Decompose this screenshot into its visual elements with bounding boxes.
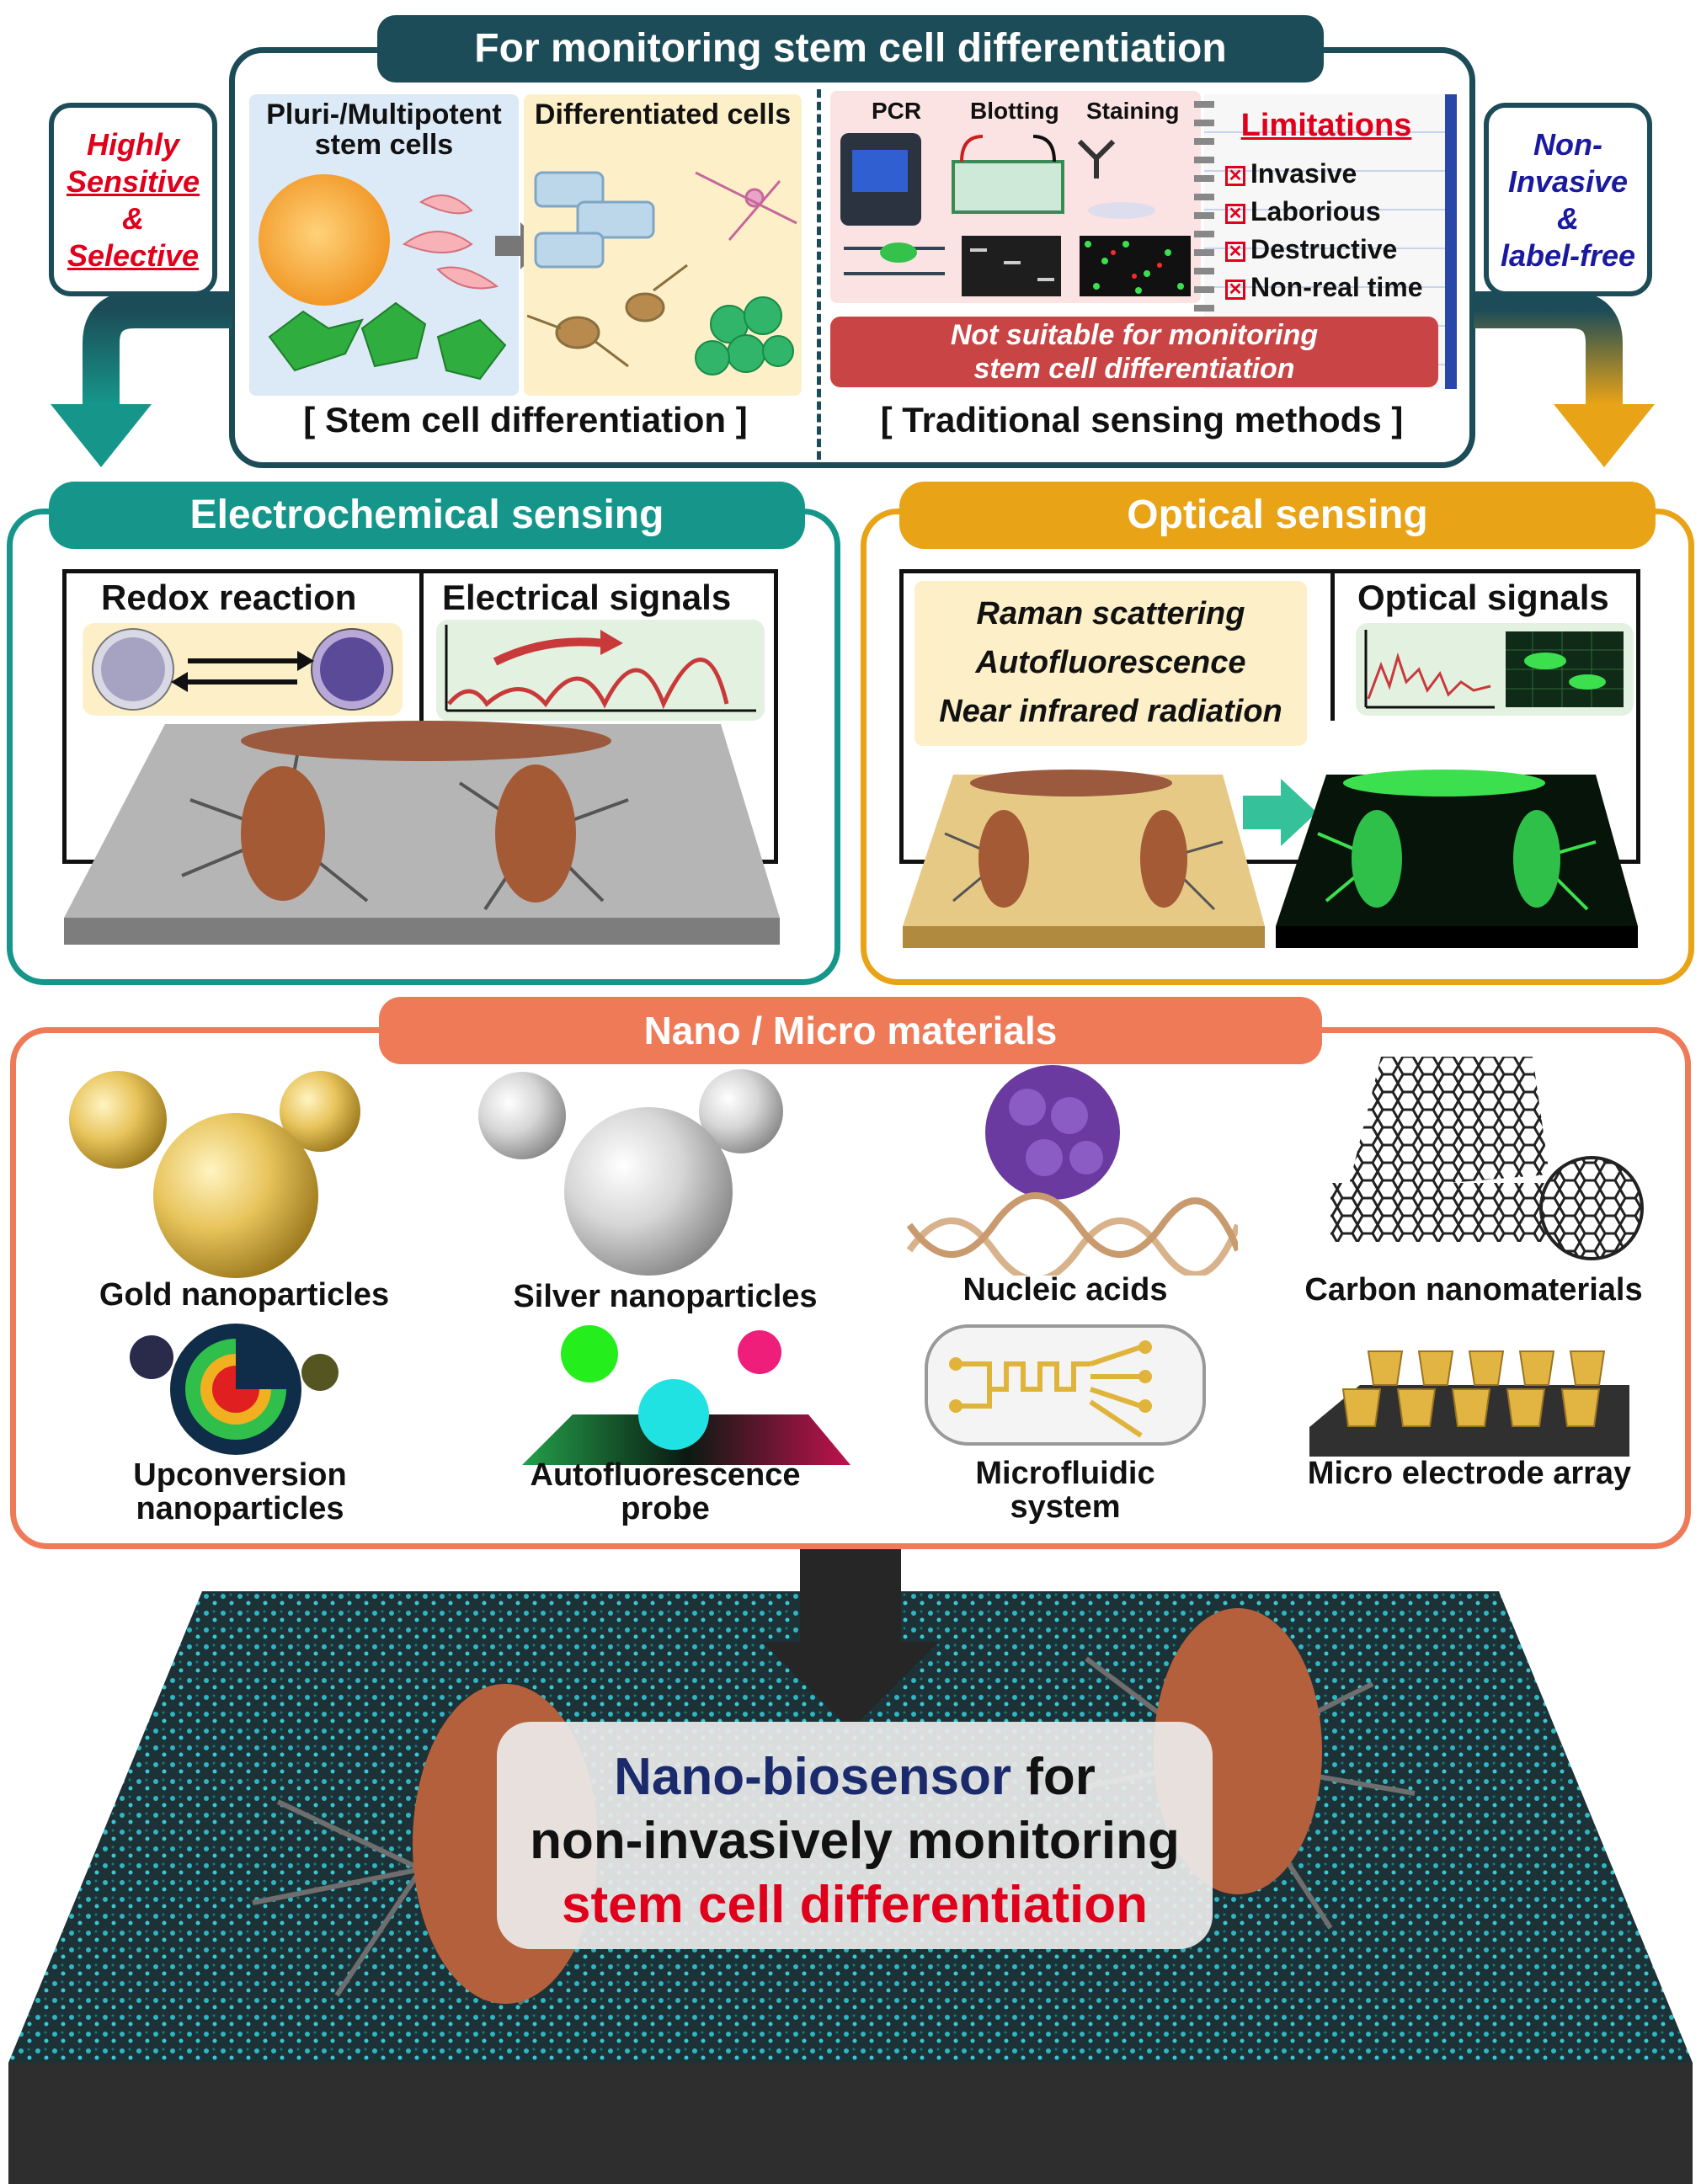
optical-method: Autofluorescence	[975, 645, 1246, 680]
dna-protein-icon	[906, 1065, 1238, 1276]
optical-title: Optical sensing	[899, 482, 1656, 549]
nano-materials-title: Nano / Micro materials	[379, 997, 1322, 1064]
micro-electrode-array-label: Micro electrode array	[1307, 1456, 1632, 1491]
method-label-blotting: Blotting	[970, 98, 1059, 124]
traditional-methods-illustration	[840, 133, 1191, 296]
gold-spheres-icon	[69, 1071, 360, 1278]
method-label-staining: Staining	[1086, 98, 1180, 124]
for-text: for	[1011, 1748, 1096, 1806]
side-line: Highly	[86, 127, 179, 162]
limitation-item: ✕Non-real time	[1225, 269, 1453, 306]
limitation-text: Laborious	[1250, 196, 1381, 226]
side-line: Sensitive	[66, 164, 200, 199]
optical-signals-icon	[1356, 623, 1634, 716]
top-panel-title: For monitoring stem cell differentiation	[377, 15, 1324, 83]
graphene-nanotube-icon	[1330, 1057, 1644, 1260]
limitations-title: Limitations	[1240, 108, 1412, 143]
redox-reaction-label: Redox reaction	[101, 578, 357, 617]
stem-cell-differentiation-caption: [ Stem cell differentiation ]	[303, 400, 748, 439]
side-line: &	[122, 201, 144, 236]
autofluorescence-probe-label: Autofluorescence probe	[530, 1457, 801, 1526]
gold-nanoparticles-label: Gold nanoparticles	[99, 1277, 390, 1313]
method-label-pcr: PCR	[872, 98, 922, 124]
traditional-methods-caption: [ Traditional sensing methods ]	[880, 400, 1404, 439]
optical-method: Near infrared radiation	[939, 694, 1282, 729]
optical-inner-divider	[1330, 569, 1335, 721]
limitation-item: ✕Invasive	[1225, 155, 1453, 193]
stem-cells-label: Pluri-/Multipotent stem cells	[266, 99, 502, 161]
summary-line-2: non-invasively monitoring	[530, 1812, 1180, 1870]
limitation-text: Invasive	[1250, 158, 1357, 189]
top-divider	[817, 89, 821, 460]
redox-reaction-icon	[83, 623, 403, 716]
optical-method: Raman scattering	[976, 596, 1245, 631]
optical-signals-label: Optical signals	[1357, 578, 1609, 617]
electrode-surface-with-cells	[64, 721, 780, 945]
differentiated-cells-label: Differentiated cells	[534, 99, 792, 131]
non-invasive-box: Non- Invasive & label-free	[1484, 103, 1652, 296]
summary-line-1: Nano-biosensor for	[497, 1745, 1213, 1809]
electrode-array-icon	[1309, 1350, 1629, 1457]
microfluidic-system-label: Microfluidic system	[975, 1456, 1155, 1525]
electrochemical-title: Electrochemical sensing	[49, 482, 805, 549]
upconversion-nanoparticles-label: Upconversion nanoparticles	[133, 1457, 347, 1526]
microfluidic-chip-icon	[925, 1324, 1206, 1446]
side-line: &	[1557, 201, 1579, 236]
gold-substrate-with-cells	[903, 770, 1265, 948]
electrical-signals-icon	[436, 620, 765, 721]
nano-biosensor-text: Nano-biosensor	[614, 1748, 1012, 1806]
stem-cells-illustration	[259, 174, 507, 381]
not-suitable-banner: Not suitable for monitoring stem cell di…	[830, 317, 1438, 387]
cross-icon: ✕	[1225, 165, 1245, 186]
cross-icon: ✕	[1225, 203, 1245, 224]
limitation-item: ✕Destructive	[1225, 231, 1453, 269]
optical-transition-arrow-icon	[1243, 779, 1317, 846]
nano-biosensor-summary: Nano-biosensor for non-invasively monito…	[497, 1722, 1213, 1949]
side-line: label-free	[1500, 238, 1636, 273]
down-arrow-icon	[762, 1549, 939, 1730]
differentiated-cells-illustration	[527, 171, 797, 376]
limitation-text: Destructive	[1250, 234, 1398, 264]
carbon-nanomaterials-label: Carbon nanomaterials	[1304, 1272, 1643, 1308]
core-shell-icon	[130, 1324, 339, 1455]
limitation-item: ✕Laborious	[1225, 193, 1453, 231]
side-line: Invasive	[1507, 164, 1629, 199]
side-line: Non-	[1533, 127, 1602, 162]
optical-methods-list: Raman scattering Autofluorescence Near i…	[914, 589, 1307, 736]
fluorescent-substrate-with-cells	[1276, 770, 1638, 948]
silver-nanoparticles-label: Silver nanoparticles	[513, 1279, 818, 1314]
limitations-list: ✕Invasive ✕Laborious ✕Destructive ✕Non-r…	[1225, 155, 1453, 306]
summary-line-3: stem cell differentiation	[562, 1876, 1148, 1934]
right-flow-arrow	[1474, 291, 1655, 467]
nucleic-acids-label: Nucleic acids	[962, 1272, 1168, 1308]
electro-inner-divider	[419, 569, 424, 721]
side-line: Selective	[67, 238, 200, 273]
optical-methods-box	[914, 581, 1307, 746]
electrical-signals-label: Electrical signals	[442, 578, 732, 617]
limitation-text: Non-real time	[1250, 272, 1423, 302]
cross-icon: ✕	[1225, 279, 1245, 300]
left-flow-arrow	[51, 291, 232, 467]
fluorescence-probe-icon	[522, 1325, 850, 1465]
cross-icon: ✕	[1225, 241, 1245, 262]
highly-sensitive-box: Highly Sensitive & Selective	[49, 103, 217, 296]
silver-spheres-icon	[478, 1069, 783, 1276]
